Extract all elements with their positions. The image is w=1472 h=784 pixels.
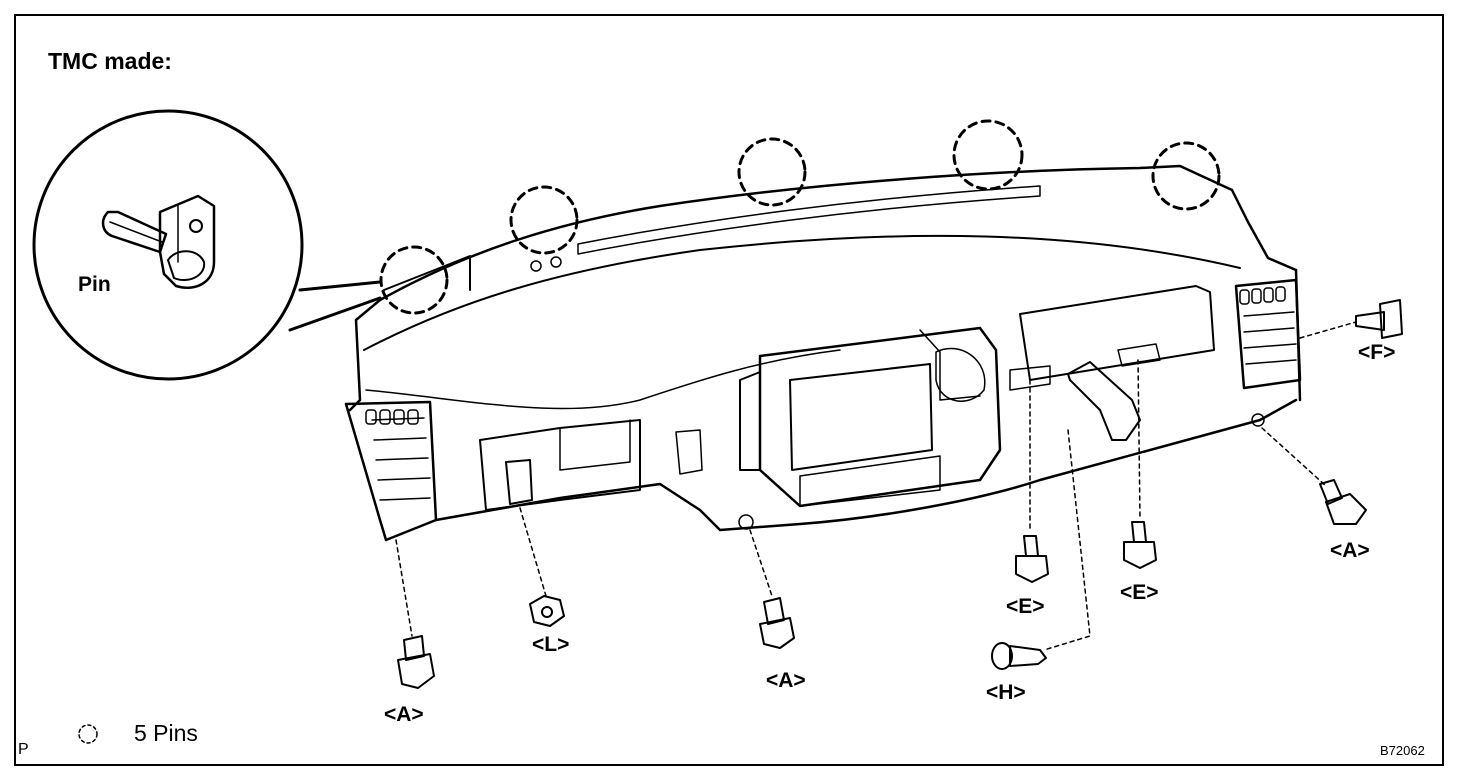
- bolt-icon: [1015, 535, 1049, 583]
- dashed-circle-icon: [78, 724, 98, 744]
- fastener-label-h: <H>: [986, 681, 1026, 704]
- fastener-label-a-left: <A>: [384, 703, 424, 726]
- pin-location-2: [509, 185, 579, 255]
- screw-icon: [991, 642, 1047, 670]
- pin-label: Pin: [78, 273, 111, 296]
- bolt-icon: [1319, 479, 1367, 525]
- bolt-icon: [397, 635, 435, 689]
- leader-lines: [395, 321, 1357, 651]
- bolt-icon: [759, 597, 795, 649]
- corner-mark: P: [18, 741, 29, 758]
- legend-text: 5 Pins: [134, 720, 198, 746]
- pin-location-1: [379, 245, 449, 315]
- fastener-label-e-left: <E>: [1006, 595, 1045, 618]
- pin-locations: [379, 119, 1221, 315]
- figure-frame: [14, 14, 1444, 766]
- fastener-label-e-right: <E>: [1120, 581, 1159, 604]
- nut-icon: [529, 595, 565, 627]
- fastener-label-a-right: <A>: [1330, 539, 1370, 562]
- pin-detail-inset: [32, 109, 382, 381]
- page-title: TMC made:: [48, 48, 172, 74]
- clip-icon: [1355, 299, 1403, 339]
- bolt-icon: [1123, 521, 1157, 569]
- fastener-label-l: <L>: [532, 633, 570, 656]
- pin-location-3: [737, 137, 807, 207]
- fastener-label-a-center: <A>: [766, 669, 806, 692]
- pin-location-4: [952, 119, 1024, 191]
- figure-code: B72062: [1380, 743, 1425, 758]
- fastener-label-f: <F>: [1358, 341, 1396, 364]
- instrument-panel: [344, 164, 1302, 542]
- pin-location-5: [1151, 141, 1221, 211]
